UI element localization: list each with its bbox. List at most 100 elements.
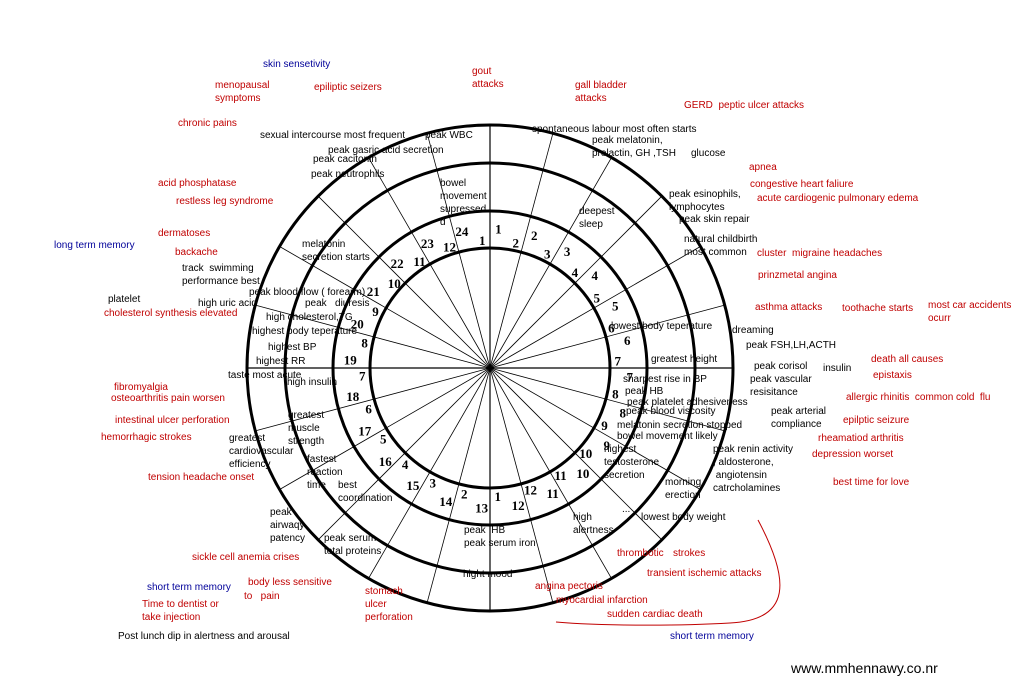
high-alertness-label: high alertness — [573, 512, 614, 536]
insulin-label: insulin — [823, 363, 852, 374]
sickle-cell-label: sickle cell anemia crises — [192, 552, 300, 563]
hour-number-24h: 15 — [406, 478, 420, 493]
high-insulin-label: high insulin — [287, 377, 338, 388]
hour-number-12h: 6 — [365, 402, 372, 417]
high-cholesterol-label: high cholesterol,TG — [266, 312, 353, 323]
hemorrhagic-label: hemorrhagic strokes — [101, 432, 192, 443]
peak-gastric-label: peak gasric acid secretion — [328, 145, 444, 156]
peak-blood-viscosity-label: peak blood viscosity — [626, 406, 716, 417]
hour-number-24h: 17 — [358, 424, 372, 439]
melatonin-stopped-label: melatonin secretion stopped — [617, 420, 743, 431]
hour-number-12h: 2 — [461, 486, 468, 501]
transient-ischemic-label: transient ischemic attacks — [647, 568, 762, 579]
hour-number-12h: 12 — [524, 482, 537, 497]
hour-number-24h: 1 — [495, 221, 502, 236]
morning-erection-label: morning erection — [665, 477, 702, 501]
cluster-headaches-label: cluster migraine headaches — [757, 248, 883, 259]
to-pain-label: to pain — [244, 591, 280, 602]
hour-number-12h: 2 — [512, 236, 519, 251]
hour-number-12h: 8 — [612, 387, 619, 402]
best-coordination-label: best coordination — [338, 480, 393, 504]
backache-label: backache — [175, 247, 218, 258]
hour-number-24h: 13 — [475, 501, 489, 516]
epileptic-seizers-label: epiliptic seizers — [314, 82, 382, 93]
lowest-body-weight-label: lowest body weight — [641, 512, 726, 523]
hour-number-12h: 9 — [601, 418, 608, 433]
peak-melatonin-label: peak melatonin, prolactin, GH ,TSH — [592, 135, 676, 159]
depression-label: depression worset — [812, 449, 894, 460]
hour-number-24h: 21 — [367, 284, 380, 299]
thrombotic-label: thrombotic — [617, 548, 664, 559]
hour-number-24h: 3 — [564, 244, 571, 259]
restless-leg-label: restless leg syndrome — [176, 196, 274, 207]
peak-vascular-label: peak vascular resisitance — [750, 374, 812, 398]
high-uric-label: high uric acid — [198, 298, 257, 309]
cholesterol-synthesis-label: cholesterol synthesis elevated — [104, 308, 238, 319]
epistaxis-label: epistaxis — [873, 370, 912, 381]
greatest-height-label: greatest height — [651, 354, 718, 365]
intestinal-ulcer-label: intestinal ulcer perforation — [115, 415, 230, 426]
dermatoses-label: dermatoses — [158, 228, 211, 239]
hour-number-24h: 10 — [576, 466, 589, 481]
taste-label: taste most acute — [228, 370, 302, 381]
peak-renin-label: peak renin activity , aldosterone, angio… — [713, 444, 794, 494]
hour-number-12h: 5 — [380, 432, 387, 447]
epileptic-seizure-label: epilptic seizure — [843, 415, 910, 426]
peak-blood-flow-label: peak blood flow ( forearm) — [249, 287, 366, 298]
peak-skin-repair-label: peak skin repair — [679, 214, 750, 225]
hour-number-24h: 23 — [421, 236, 435, 251]
outer-ring — [245, 123, 735, 613]
hour-number-12h: 12 — [443, 240, 456, 255]
best-time-love-label: best time for love — [833, 477, 910, 488]
hour-number-24h: 7 — [626, 369, 633, 384]
hour-number-12h: 4 — [402, 457, 409, 472]
hour-number-24h: 4 — [592, 268, 599, 283]
hour-number-12h: 6 — [608, 321, 615, 336]
time-dentist-label: Time to dentist or take injection — [142, 599, 219, 623]
site-footer: www.mmhennawy.co.nr — [791, 660, 938, 676]
highest-testosterone-label: highest testosterone secretion — [604, 444, 660, 481]
gall-bladder-label: gall bladder attacks — [575, 80, 627, 104]
platelet-label: platelet — [108, 294, 141, 305]
second-ring — [283, 161, 697, 575]
hour-number-12h: 10 — [579, 446, 592, 461]
sudden-death-label: sudden cardiac death — [607, 609, 703, 620]
gerd-label: GERD peptic ulcer attacks — [684, 100, 805, 111]
acute-cardiogenic-label: acute cardiogenic pulmonary edema — [757, 193, 919, 204]
chronic-pains-label: chronic pains — [178, 118, 237, 129]
hour-number-24h: 6 — [624, 333, 631, 348]
hour-number-24h: 19 — [344, 353, 358, 368]
hour-number-12h: 1 — [479, 233, 486, 248]
peak-hb-iron-label: peak HB peak serum iron — [464, 525, 536, 549]
rheumatoid-label: rheamatiod arthritis — [818, 433, 904, 444]
melatonin-starts-label: melatonin secretion starts — [302, 239, 370, 263]
hour-number-12h: 5 — [594, 291, 601, 306]
apnea-label: apnea — [749, 162, 777, 173]
sexual-intercourse-label: sexual intercourse most frequent — [260, 130, 406, 141]
deepest-sleep-label: deepest sleep — [579, 206, 615, 230]
hour-number-12h: 11 — [554, 468, 566, 483]
hour-number-24h: 22 — [391, 256, 404, 271]
sharpest-rise-label: sharpest rise in BP — [623, 374, 707, 385]
tension-headache-label: tension headache onset — [148, 472, 255, 483]
track-swimming-label: track swimming performance best — [182, 263, 260, 287]
hour-number-12h: 9 — [372, 304, 379, 319]
peak-cortisol-label: peak corisol — [754, 361, 808, 372]
peak-airway-label: peak airwaqy patency — [270, 507, 306, 544]
bowel-likely-label: bowel movement likely — [617, 431, 718, 442]
peak-diuresis-label: peak diuresis — [305, 298, 370, 309]
hour-number-24h: 18 — [346, 389, 360, 404]
peak-neutrophils-label: peak neutrophils — [311, 169, 385, 180]
body-less-sensitive-label: body less sensitive — [248, 577, 332, 588]
hour-number-12h: 1 — [494, 489, 501, 504]
hour-number-24h: 12 — [512, 498, 525, 513]
allergic-rhinitis-label: allergic rhinitis common cold flu — [846, 392, 991, 403]
hour-number-24h: 8 — [620, 405, 627, 420]
angina-label: angina pectoris — [535, 581, 603, 592]
hour-number-24h: 5 — [612, 298, 619, 313]
greatest-muscle-label: greatest muscle strength — [288, 410, 325, 447]
myocardial-label: myocardial infarction — [556, 595, 648, 606]
strokes-label: strokes — [673, 548, 706, 559]
